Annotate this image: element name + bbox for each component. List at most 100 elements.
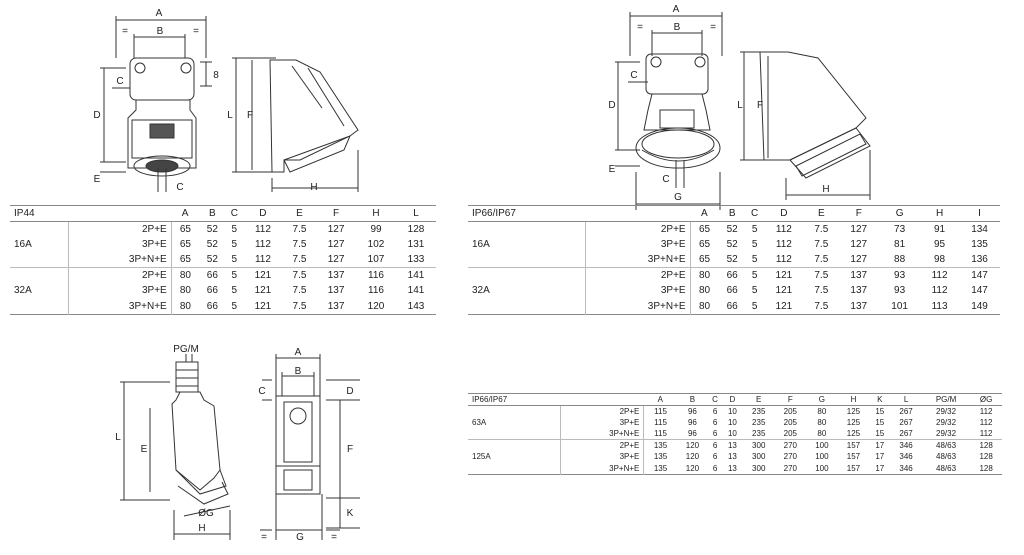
column-header: B [718,205,746,222]
value-cell: 137 [327,300,345,312]
value-cell: 112 [979,429,993,438]
value-cell: 121 [254,285,272,297]
value-cell: 267 [899,429,913,438]
dim-label: ØG [198,508,214,519]
value-cell: 112 [979,417,993,427]
value-cell: 346 [899,463,913,473]
dim-label: C [630,70,637,81]
ip66-side-view [740,51,871,200]
value-cell: 267 [899,406,913,416]
ip44-side-view [232,57,359,192]
config-cell: 3P+N+E [68,298,172,314]
dim-label: = [261,532,267,543]
value-cell: 113 [931,300,948,312]
dim-label: B [295,366,302,377]
column-header: PG/M [921,393,971,406]
value-cell: 48/63 [921,439,971,451]
value-cell: 121 [763,267,805,283]
value-cell: 13 [727,452,737,462]
value-cell: 346 [899,452,913,462]
value-cell: 235 [752,429,766,438]
column-header: F [774,393,807,406]
value-cell: 5 [231,238,238,250]
value-cell: 29/32 [936,429,957,438]
column-header [68,205,172,222]
value-cell: 112 [920,267,960,283]
dim-label: B [157,26,164,37]
value-cell: 135 [653,463,668,473]
value-cell: 5 [751,223,758,235]
value-cell: 6 [712,417,718,427]
dim-label: = [710,22,716,33]
value-cell: 205 [783,417,797,427]
value-cell: 13 [721,439,743,451]
ip66-front-view [615,12,723,210]
column-header: D [242,205,283,222]
value-cell: 7.5 [814,254,829,265]
value-cell: 125 [846,429,861,438]
config-cell: 3P+E [585,236,691,252]
value-cell: 270 [783,452,797,462]
column-header: IP66/IP67 [468,205,586,222]
value-cell: 137 [838,267,880,283]
value-cell: 6 [712,429,718,438]
value-cell: 120 [685,452,700,462]
value-cell: 157 [846,463,861,473]
value-cell: 107 [367,254,385,265]
column-header: E [804,205,839,222]
value-cell: 7.5 [814,285,829,297]
value-cell: 17 [875,452,885,462]
value-cell: 80 [817,429,827,438]
value-cell: 131 [407,238,425,250]
value-cell: 7.5 [814,223,829,235]
value-cell: 96 [687,429,697,438]
column-header: C [225,205,243,222]
column-header: C [745,205,764,222]
value-cell: 65 [179,223,191,235]
value-cell: 80 [179,300,191,312]
column-header: F [838,205,880,222]
dim-label: F [757,100,763,111]
value-cell: 66 [718,267,746,283]
dim-label: E [609,164,616,175]
value-cell: 5 [231,300,238,312]
dim-label: H [822,184,829,195]
column-header: E [282,205,317,222]
column-header: IP44 [10,205,69,222]
column-header [585,205,691,222]
dim-label: K [347,508,354,519]
column-header: D [763,205,805,222]
value-cell: 121 [775,300,793,312]
value-cell: 52 [206,223,218,235]
value-cell: 7.5 [814,300,829,312]
value-cell: 235 [752,417,766,427]
value-cell: 7.5 [292,223,307,235]
value-cell: 6 [712,463,718,473]
value-cell: 346 [890,439,922,451]
value-cell: 48/63 [936,452,957,462]
dim-label: F [347,444,353,455]
config-cell: 2P+E [585,221,691,237]
value-cell: 128 [979,463,993,473]
dim-label: C [258,386,265,397]
value-cell: 127 [327,238,345,250]
value-cell: 80 [699,300,711,312]
value-cell: 112 [979,406,993,416]
value-cell: 66 [206,300,218,312]
config-cell: 2P+E [68,267,172,283]
value-cell: 6 [712,406,718,416]
value-cell: 81 [894,238,906,250]
value-cell: 52 [206,238,218,250]
value-cell: 5 [751,238,758,250]
value-cell: 7.5 [282,267,317,283]
dim-label: D [608,100,615,111]
